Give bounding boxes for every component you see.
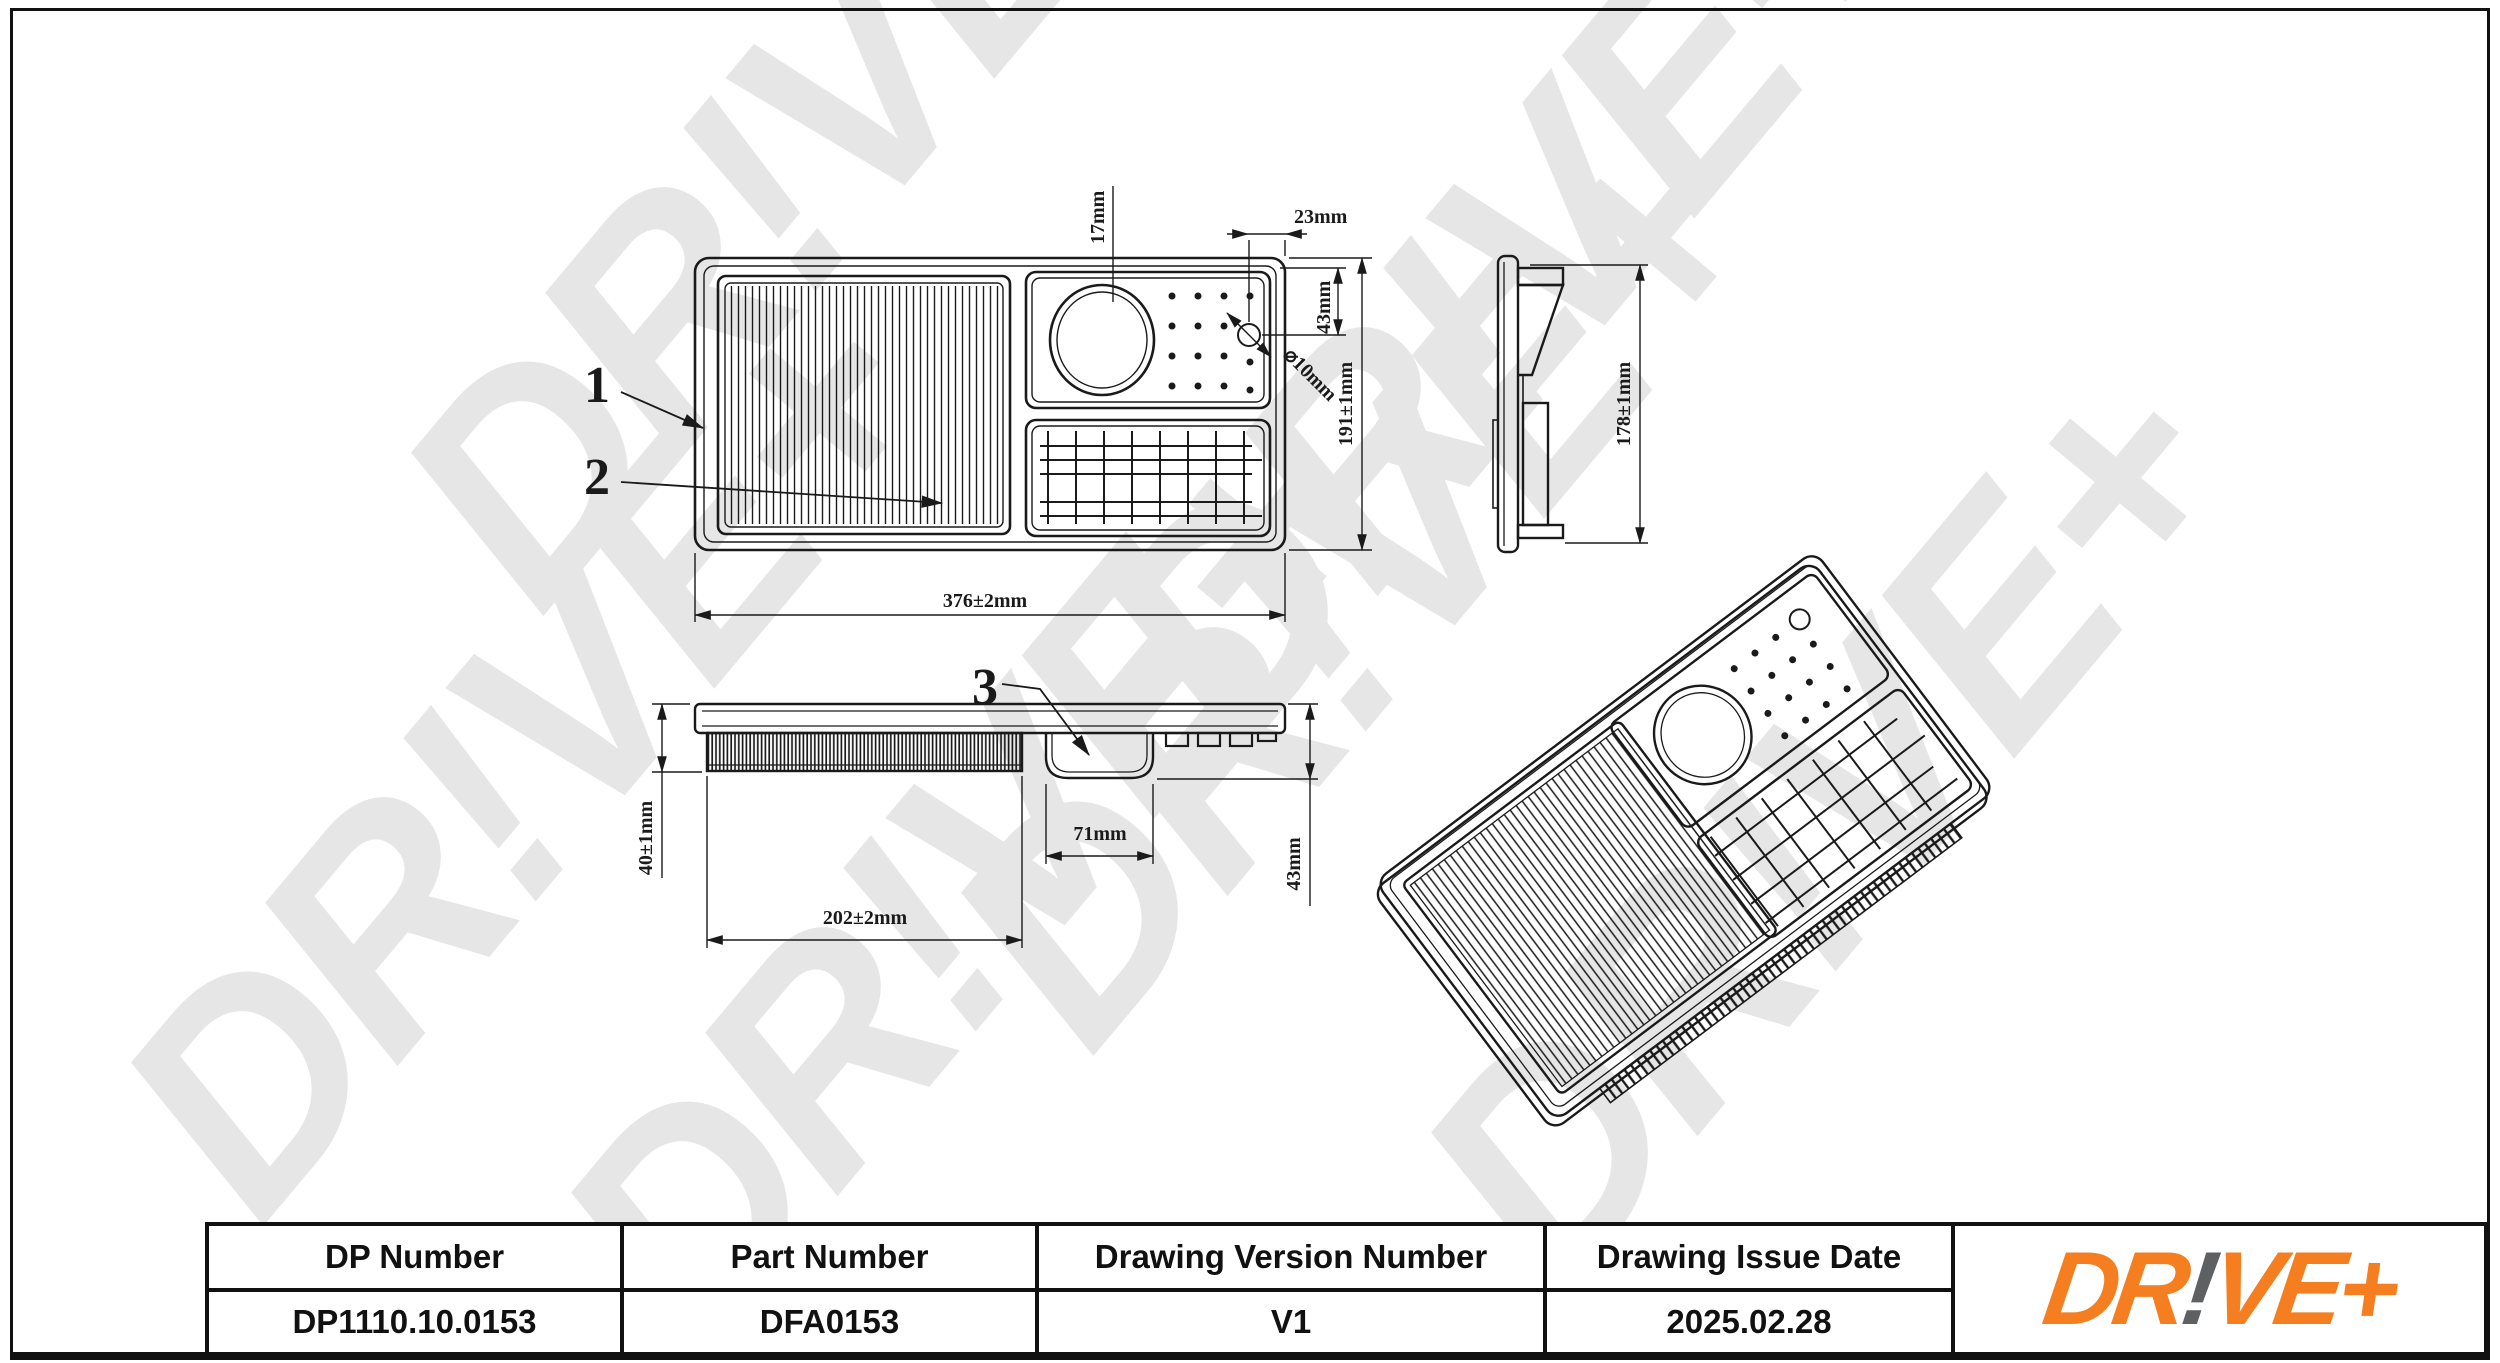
drawing-version-value: V1: [1270, 1303, 1312, 1340]
perspective-view: [1376, 555, 1991, 1127]
part-label-3: 3: [972, 659, 998, 716]
part-number-value: DFA0153: [759, 1303, 900, 1340]
watermark-layer: DR!VE+ DR!VE+ DR!VE+ DR!VE+ DR!VE+ DR!VE…: [52, 0, 2292, 1363]
pleat-panel-3d: [1403, 721, 1777, 1094]
dim-cup-width: 71mm: [1073, 823, 1127, 845]
oval-hole: [1048, 283, 1156, 397]
grid-panel: [1024, 418, 1272, 538]
inlet-panel-3d: [1610, 573, 1890, 828]
pleat-panel: [716, 274, 1012, 536]
top-view: [693, 256, 1287, 552]
dim-cup-depth: 43mm: [1283, 837, 1305, 891]
part-number-header: Part Number: [624, 1226, 1035, 1292]
title-block-column-issue-date: Drawing Issue Date 2025.02.28: [1547, 1226, 1955, 1352]
dp-number-value: DP1110.10.0153: [292, 1303, 537, 1340]
issue-date-header: Drawing Issue Date: [1547, 1226, 1951, 1292]
part-labels: 1 2 3: [584, 357, 998, 716]
logo-dr: DR: [2037, 1231, 2192, 1347]
brand-logo-cell: DR!VE+: [1955, 1226, 2484, 1352]
part-label-1: 1: [584, 357, 610, 414]
title-block-column-dp-number: DP Number DP1110.10.0153: [209, 1226, 624, 1352]
title-block: DP Number DP1110.10.0153 Part Number DFA…: [205, 1222, 2488, 1356]
front-view: [693, 702, 1287, 780]
dim-side-height: 178±1mm: [1613, 362, 1635, 447]
seal-edge-3d: [1598, 822, 1963, 1104]
pleat-block: [705, 731, 1024, 773]
dim-pleat-width: 202±2mm: [823, 907, 908, 929]
dim-pleat-depth: 40±1mm: [635, 801, 657, 876]
dim-overall-width: 376±2mm: [943, 590, 1028, 612]
dp-number-header: DP Number: [209, 1226, 620, 1292]
grid-panel-3d: [1697, 688, 1973, 939]
cup: [1044, 733, 1155, 780]
mounting-tabs: [1164, 731, 1278, 748]
dim-hole-top-offset: 17mm: [1087, 190, 1109, 244]
top-view-outline: [693, 256, 1287, 552]
drawing-version-header: Drawing Version Number: [1039, 1226, 1543, 1292]
drive-plus-logo: DR!VE+: [2037, 1231, 2402, 1347]
breather-dots: [1168, 292, 1254, 394]
logo-ve-plus: VE+: [2204, 1231, 2402, 1347]
dim-overall-height: 191±1mm: [1335, 362, 1357, 447]
dim-hole-down-offset: 43mm: [1313, 280, 1335, 334]
side-view: [1492, 254, 1565, 554]
issue-date-value: 2025.02.28: [1666, 1303, 1832, 1340]
dimensions: [620, 186, 1648, 948]
title-block-column-part-number: Part Number DFA0153: [624, 1226, 1039, 1352]
title-block-column-drawing-version: Drawing Version Number V1: [1039, 1226, 1547, 1352]
part-label-2: 2: [584, 449, 610, 506]
dim-hole-right-offset: 23mm: [1294, 206, 1348, 228]
